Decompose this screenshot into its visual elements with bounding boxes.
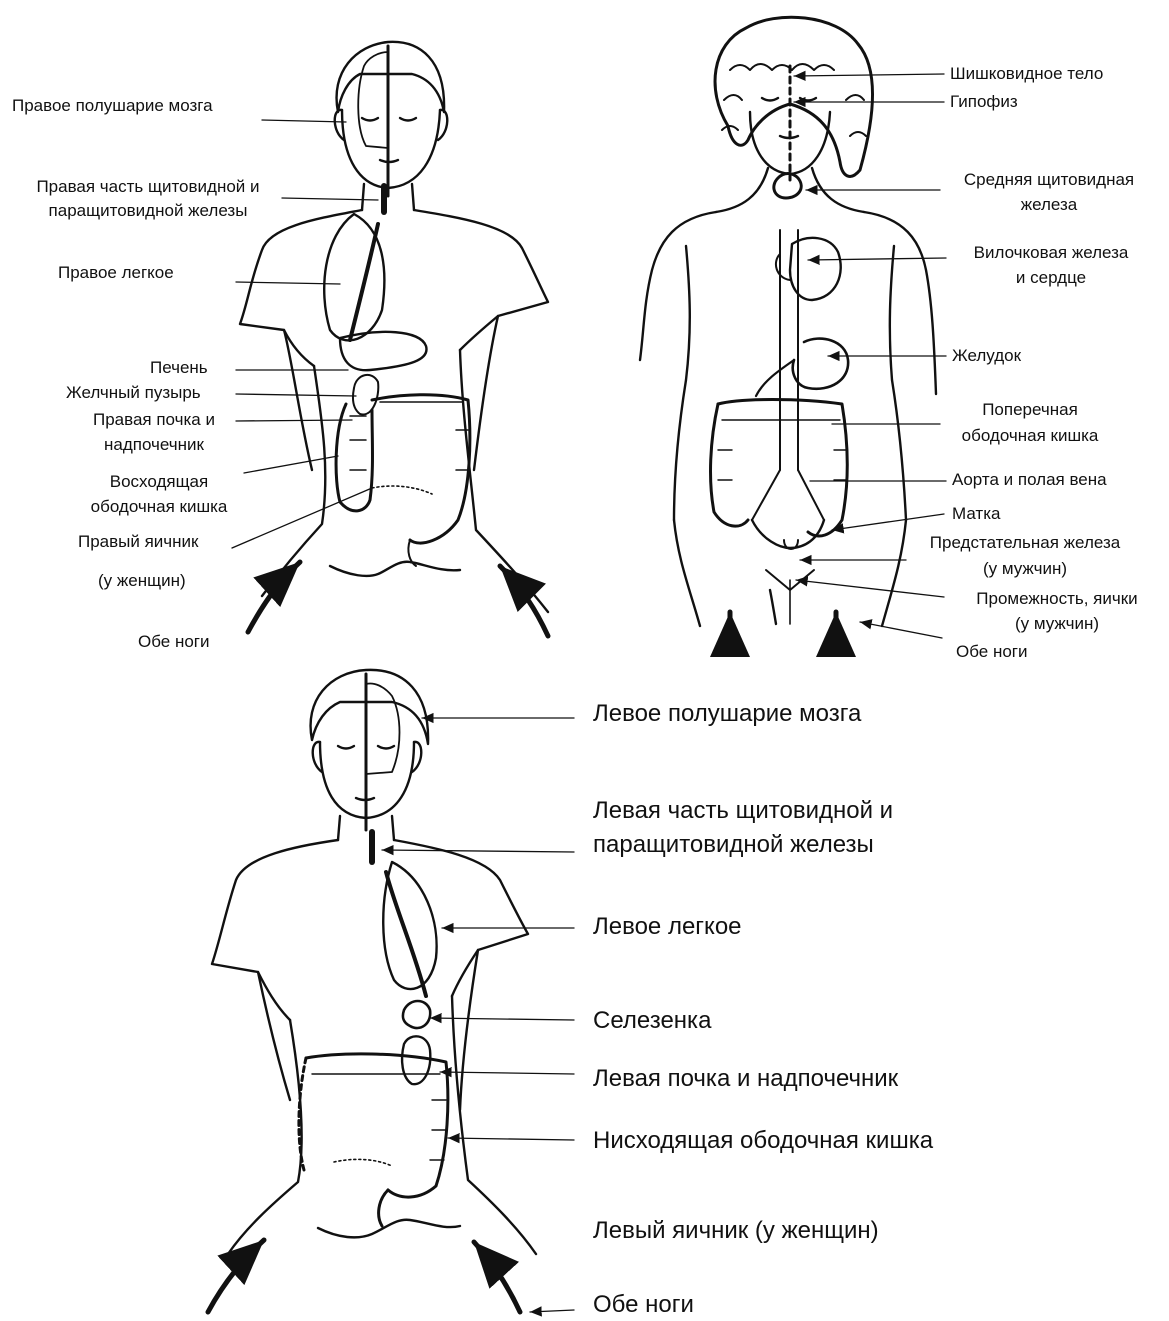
label-right-thyroid-2: паращитовидной железы bbox=[12, 201, 284, 221]
label-transverse-colon-1: Поперечная bbox=[940, 400, 1120, 420]
label-right-kidney-1: Правая почка и bbox=[70, 410, 238, 430]
label-left-ovary: Левый яичник (у женщин) bbox=[593, 1214, 879, 1247]
label-right-kidney-2: надпочечник bbox=[70, 435, 238, 455]
label-thymus-2: и сердце bbox=[948, 268, 1154, 288]
label-ascending-colon-1: Восходящая bbox=[70, 472, 248, 492]
figure-right-side-body bbox=[240, 42, 548, 636]
label-thymus-1: Вилочковая железа bbox=[948, 243, 1154, 263]
label-legs-1: Обе ноги bbox=[138, 632, 210, 652]
label-legs-3: Обе ноги bbox=[593, 1288, 694, 1321]
label-descending-colon: Нисходящая ободочная кишка bbox=[593, 1124, 933, 1157]
label-prostate-1: Предстательная железа bbox=[900, 533, 1150, 553]
figure-left-side-leader-lines bbox=[382, 718, 574, 1312]
label-pituitary: Гипофиз bbox=[950, 92, 1018, 112]
label-right-ovary-1: Правый яичник bbox=[78, 532, 198, 552]
label-mid-thyroid-2: железа bbox=[938, 195, 1160, 215]
label-perineum-2: (у мужчин) bbox=[950, 614, 1164, 634]
label-right-hemisphere: Правое полушарие мозга bbox=[12, 96, 213, 116]
label-stomach: Желудок bbox=[952, 346, 1021, 366]
label-legs-2: Обе ноги bbox=[956, 642, 1028, 662]
label-right-ovary-2: (у женщин) bbox=[98, 571, 186, 591]
label-left-thyroid-2: паращитовидной железы bbox=[593, 828, 874, 861]
label-right-lung: Правое легкое bbox=[58, 263, 174, 283]
label-ascending-colon-2: ободочная кишка bbox=[70, 497, 248, 517]
label-left-thyroid-1: Левая часть щитовидной и bbox=[593, 794, 893, 827]
label-left-kidney: Левая почка и надпочечник bbox=[593, 1062, 898, 1095]
figure-left-side-body bbox=[208, 670, 536, 1312]
label-left-lung: Левое легкое bbox=[593, 910, 742, 943]
figure-center-line-body bbox=[640, 17, 936, 630]
label-aorta: Аорта и полая вена bbox=[952, 470, 1107, 490]
label-uterus: Матка bbox=[952, 504, 1001, 524]
label-right-thyroid-1: Правая часть щитовидной и bbox=[12, 177, 284, 197]
label-liver: Печень bbox=[150, 358, 208, 378]
label-perineum-1: Промежность, яички bbox=[950, 589, 1164, 609]
label-prostate-2: (у мужчин) bbox=[900, 559, 1150, 579]
label-gallbladder: Желчный пузырь bbox=[66, 383, 201, 403]
label-mid-thyroid-1: Средняя щитовидная bbox=[938, 170, 1160, 190]
label-transverse-colon-2: ободочная кишка bbox=[940, 426, 1120, 446]
label-left-hemisphere: Левое полушарие мозга bbox=[593, 697, 861, 730]
label-spleen: Селезенка bbox=[593, 1004, 711, 1037]
label-pineal: Шишковидное тело bbox=[950, 64, 1103, 84]
